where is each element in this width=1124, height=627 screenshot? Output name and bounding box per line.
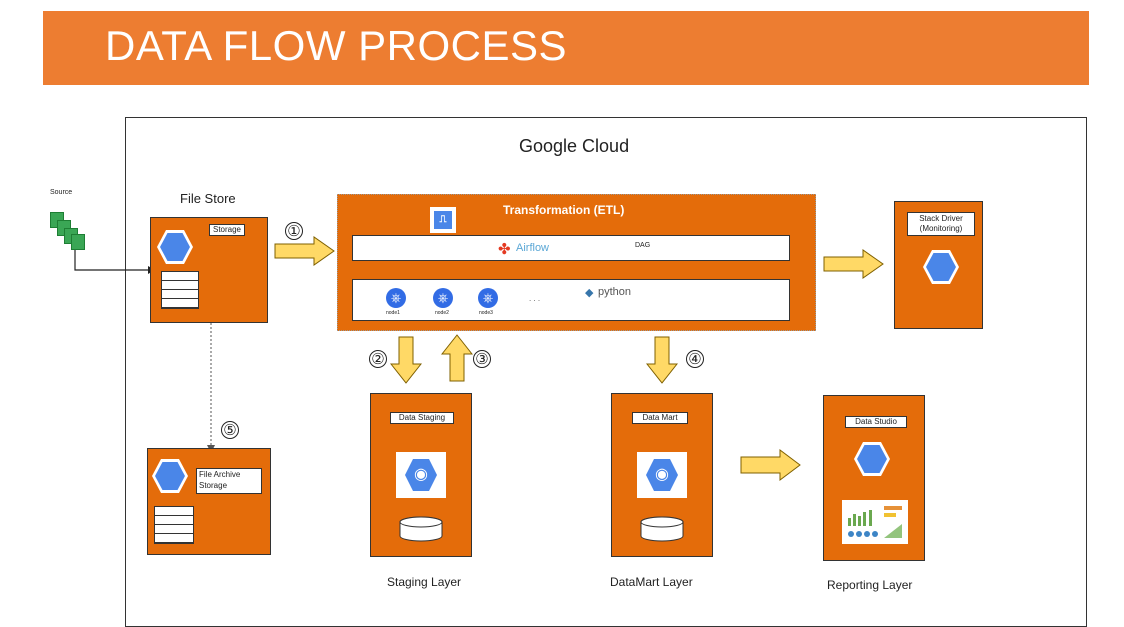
node1-label: node1 (386, 310, 400, 316)
source-label: Source (50, 189, 73, 196)
reporting-box: Data Studio (823, 395, 925, 561)
composer-icon: ⎍ (430, 207, 456, 233)
data-mart-tag: Data Mart (632, 412, 688, 424)
kubernetes-icon: ⎈ (386, 288, 406, 308)
python-icon: ◆ (585, 287, 594, 299)
arrow-monitoring (823, 249, 884, 279)
nodes-bar: ⎈ node1 ⎈ node2 ⎈ node3 . . . ◆ python (352, 279, 790, 321)
reporting-caption: Reporting Layer (827, 578, 913, 592)
step-5-marker: ⑤ (221, 421, 239, 439)
etl-box: ⎍ Transformation (ETL) ✤ Airflow DAG ⎈ n… (337, 194, 816, 331)
nodes-ellipsis: . . . (529, 294, 541, 303)
file-archive-box: File Archive Storage (147, 448, 271, 555)
bigquery-icon: ◉ (396, 452, 446, 498)
etl-title: Transformation (ETL) (503, 203, 625, 217)
dag-label: DAG (635, 242, 651, 249)
stackdriver-icon (923, 250, 959, 284)
step-1-marker: ① (285, 222, 303, 240)
stack-driver-box: Stack Driver (Monitoring) (894, 201, 983, 329)
arrow-step-1 (274, 236, 335, 266)
arrow-step-4 (646, 336, 678, 384)
file-store-heading: File Store (180, 191, 236, 206)
database-icon (639, 516, 685, 542)
title-banner (43, 11, 1089, 85)
staging-box: Data Staging ◉ (370, 393, 472, 557)
dag-bar: ✤ Airflow DAG (352, 235, 790, 261)
arrow-reporting (740, 449, 801, 481)
datamart-box: Data Mart ◉ (611, 393, 713, 557)
kubernetes-icon: ⎈ (433, 288, 453, 308)
report-dashboard-icon (842, 500, 908, 544)
step-3-marker: ③ (473, 350, 491, 368)
kubernetes-icon: ⎈ (478, 288, 498, 308)
data-studio-icon (854, 442, 890, 476)
data-studio-tag: Data Studio (845, 416, 907, 428)
storage-table-icon (161, 271, 199, 309)
node3-label: node3 (479, 310, 493, 316)
database-icon (398, 516, 444, 542)
node2-label: node2 (435, 310, 449, 316)
data-staging-tag: Data Staging (390, 412, 454, 424)
cloud-storage-icon (152, 459, 188, 493)
archive-connector (207, 323, 215, 453)
storage-tag: Storage (209, 224, 245, 236)
source-connector (74, 250, 155, 274)
step-2-marker: ② (369, 350, 387, 368)
airflow-label: Airflow (516, 242, 550, 254)
staging-caption: Staging Layer (387, 575, 462, 589)
arrow-step-3 (441, 334, 473, 382)
page-title: DATA FLOW PROCESS (105, 22, 568, 69)
cloud-storage-icon (157, 230, 193, 264)
step-4-marker: ④ (686, 350, 704, 368)
sheets-icon (48, 210, 88, 252)
airflow-icon: ✤ (498, 241, 511, 258)
bigquery-icon: ◉ (637, 452, 687, 498)
google-cloud-label: Google Cloud (519, 136, 630, 156)
datamart-caption: DataMart Layer (610, 575, 693, 589)
file-store-box: Storage (150, 217, 268, 323)
arrow-step-2 (390, 336, 422, 384)
stack-driver-label: Stack Driver (Monitoring) (907, 212, 975, 236)
storage-table-icon (154, 506, 194, 544)
python-label: python (598, 286, 632, 298)
file-archive-label: File Archive Storage (196, 468, 262, 494)
